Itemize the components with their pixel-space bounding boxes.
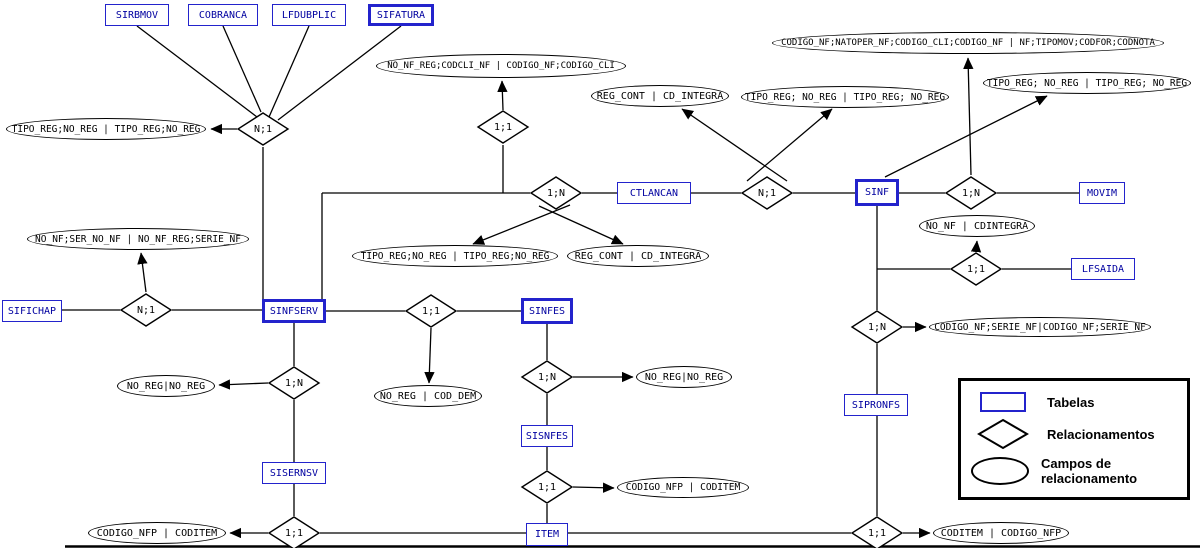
field-ellipse: CODIGO_NF;NATOPER_NF;CODIGO_CLI;CODIGO_N… bbox=[772, 32, 1164, 54]
relationship-diamond: 1;1 bbox=[267, 515, 321, 548]
diamond-shape bbox=[267, 516, 321, 548]
relationship-label: 1;N bbox=[546, 187, 566, 199]
relationship-label: 1;1 bbox=[284, 527, 304, 539]
diamond-shape bbox=[850, 310, 904, 344]
field-ellipse: NO_REG | COD_DEM bbox=[374, 385, 482, 407]
relationship-label: 1;N bbox=[537, 371, 557, 383]
field-ellipse: NO_NF;SER_NO_NF | NO_NF_REG;SERIE_NF bbox=[27, 228, 249, 250]
diamond-shape bbox=[740, 176, 794, 210]
field-ellipse: NO_NF | CDINTEGRA bbox=[919, 215, 1035, 237]
relationship-diamond: 1;1 bbox=[949, 251, 1003, 287]
diamond-shape bbox=[236, 112, 290, 146]
relationship-label: N;1 bbox=[253, 123, 273, 135]
relationship-diamond: 1;1 bbox=[476, 109, 530, 145]
relationship-label: 1;1 bbox=[421, 305, 441, 317]
field-ellipse: NO_REG|NO_REG bbox=[636, 366, 732, 388]
diamond-shape bbox=[850, 516, 904, 548]
diamond-shape bbox=[404, 294, 458, 328]
table-cobranca: COBRANCA bbox=[188, 4, 258, 26]
relationship-diamond: 1;N bbox=[850, 309, 904, 345]
field-ellipse: TIPO_REG; NO_REG | TIPO_REG; NO_REG bbox=[983, 72, 1191, 94]
relationship-label: 1;1 bbox=[966, 263, 986, 275]
table-sirbmov: SIRBMOV bbox=[105, 4, 169, 26]
relationship-label: 1;1 bbox=[537, 481, 557, 493]
table-movim: MOVIM bbox=[1079, 182, 1125, 204]
relationship-diamond: N;1 bbox=[740, 175, 794, 211]
field-ellipse: REG_CONT | CD_INTEGRA bbox=[567, 245, 709, 267]
diamond-shape bbox=[949, 252, 1003, 286]
table-sinfes: SINFES bbox=[521, 298, 573, 324]
field-ellipse: NO_NF_REG;CODCLI_NF | CODIGO_NF;CODIGO_C… bbox=[376, 54, 626, 78]
table-sifatura: SIFATURA bbox=[368, 4, 434, 26]
diamond-shape bbox=[520, 470, 574, 504]
relationship-diamond: N;1 bbox=[236, 111, 290, 147]
legend-row-relationships: Relacionamentos bbox=[971, 418, 1177, 450]
diamond-shape-icon bbox=[971, 418, 1035, 450]
relationship-label: 1;N bbox=[961, 187, 981, 199]
table-lfsaida: LFSAIDA bbox=[1071, 258, 1135, 280]
field-ellipse: TIPO_REG;NO_REG | TIPO_REG;NO_REG bbox=[6, 118, 206, 140]
legend-row-tables: Tabelas bbox=[971, 392, 1177, 412]
field-ellipse: CODITEM | CODIGO_NFP bbox=[933, 522, 1069, 544]
legend-relationships-label: Relacionamentos bbox=[1047, 426, 1155, 442]
field-ellipse: CODIGO_NF;SERIE_NF|CODIGO_NF;SERIE_NF bbox=[929, 317, 1151, 337]
diamond-shape bbox=[119, 293, 173, 327]
field-ellipse: TIPO_REG;NO_REG | TIPO_REG;NO_REG bbox=[352, 245, 558, 267]
relationship-diamond: 1;1 bbox=[850, 515, 904, 548]
ellipse-shape-icon bbox=[971, 457, 1029, 485]
relationship-label: N;1 bbox=[136, 304, 156, 316]
legend-box: Tabelas Relacionamentos Campos de relaci… bbox=[958, 378, 1190, 500]
table-sisernsv: SISERNSV bbox=[262, 462, 326, 484]
table-sifichap: SIFICHAP bbox=[2, 300, 62, 322]
table-sinf: SINF bbox=[855, 179, 899, 206]
relationship-label: N;1 bbox=[757, 187, 777, 199]
relationship-label: 1;1 bbox=[493, 121, 513, 133]
diamond-shape bbox=[520, 360, 574, 394]
relationship-diamond: N;1 bbox=[119, 292, 173, 328]
relationship-diamond: 1;N bbox=[520, 359, 574, 395]
diamond-shape bbox=[476, 110, 530, 144]
table-sipronfs: SIPRONFS bbox=[844, 394, 908, 416]
table-lfdubplic: LFDUBPLIC bbox=[272, 4, 346, 26]
relationship-diamond: 1;N bbox=[267, 365, 321, 401]
table-item: ITEM bbox=[526, 523, 568, 546]
legend-tables-label: Tabelas bbox=[1047, 394, 1095, 410]
table-ctlancan: CTLANCAN bbox=[617, 182, 691, 204]
relationship-label: 1;N bbox=[284, 377, 304, 389]
diamond-shape bbox=[529, 176, 583, 210]
legend-row-fields: Campos de relacionamento bbox=[971, 456, 1177, 486]
field-ellipse: NO_REG|NO_REG bbox=[117, 375, 215, 397]
legend-fields-label: Campos de relacionamento bbox=[1041, 456, 1138, 486]
diamond-shape bbox=[944, 176, 998, 210]
relationship-diamond: 1;N bbox=[944, 175, 998, 211]
relationship-label: 1;1 bbox=[867, 527, 887, 539]
relationship-label: 1;N bbox=[867, 321, 887, 333]
table-shape-icon bbox=[971, 392, 1035, 412]
relationship-diamond: 1;N bbox=[529, 175, 583, 211]
field-ellipse: CODIGO_NFP | CODITEM bbox=[617, 477, 749, 498]
field-ellipse: CODIGO_NFP | CODITEM bbox=[88, 522, 226, 544]
field-ellipse: REG_CONT | CD_INTEGRA bbox=[591, 85, 729, 107]
relationship-diamond: 1;1 bbox=[404, 293, 458, 329]
relationship-diamond: 1;1 bbox=[520, 469, 574, 505]
diamond-shape bbox=[267, 366, 321, 400]
table-sisnfes: SISNFES bbox=[521, 425, 573, 447]
table-sinfserv: SINFSERV bbox=[262, 299, 326, 323]
field-ellipse: TIPO_REG; NO_REG | TIPO_REG; NO_REG bbox=[741, 86, 949, 108]
